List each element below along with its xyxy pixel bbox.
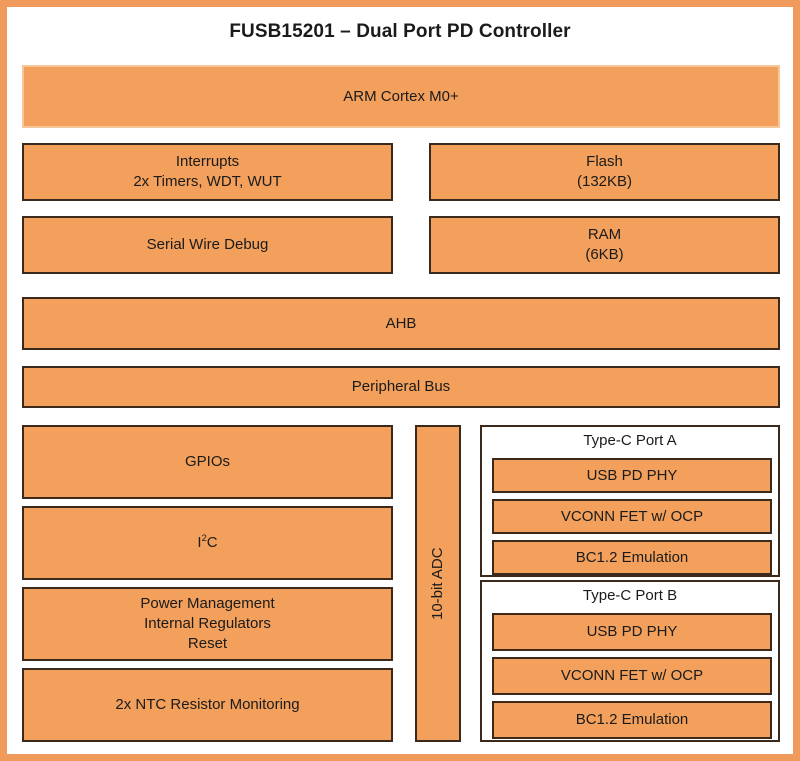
block-interrupts-line1: Interrupts — [175, 153, 240, 171]
block-port-a-vconn-fet-label: VCONN FET w/ OCP — [560, 507, 704, 525]
block-i2c-suffix: C — [206, 534, 218, 552]
block-port-a-usb-pd-phy-label: USB PD PHY — [586, 466, 678, 484]
block-power-management-line2: Internal Regulators — [144, 615, 271, 633]
block-flash-line1: Flash — [586, 153, 623, 171]
block-serial-wire-debug-label: Serial Wire Debug — [146, 236, 269, 254]
block-flash: Flash (132KB) — [429, 143, 780, 201]
block-port-a-usb-pd-phy: USB PD PHY — [492, 458, 772, 493]
block-port-a-bc12-emulation-label: BC1.2 Emulation — [575, 548, 689, 566]
group-type-c-port-b: Type-C Port B USB PD PHY VCONN FET w/ OC… — [480, 580, 780, 742]
block-ntc-resistor-monitoring-label: 2x NTC Resistor Monitoring — [115, 696, 300, 714]
block-arm-cortex-m0-label: ARM Cortex M0+ — [343, 87, 459, 105]
block-serial-wire-debug: Serial Wire Debug — [22, 216, 393, 274]
block-gpios: GPIOs — [22, 425, 393, 499]
block-i2c: I2C — [22, 506, 393, 580]
block-i2c-label: I2C — [197, 533, 217, 553]
block-10bit-adc: 10-bit ADC — [415, 425, 461, 742]
block-interrupts-line2: 2x Timers, WDT, WUT — [133, 173, 282, 190]
block-ntc-resistor-monitoring: 2x NTC Resistor Monitoring — [22, 668, 393, 742]
block-i2c-prefix: I — [197, 534, 202, 552]
block-ram: RAM (6KB) — [429, 216, 780, 274]
block-ram-line2: (6KB) — [585, 246, 624, 263]
block-gpios-label: GPIOs — [184, 453, 230, 471]
block-i2c-superscript: 2 — [201, 533, 207, 544]
block-ram-line1: RAM — [587, 226, 622, 244]
block-10bit-adc-label: 10-bit ADC — [429, 547, 447, 620]
block-ahb-label: AHB — [385, 314, 417, 332]
block-ahb: AHB — [22, 297, 780, 350]
block-port-b-bc12-emulation-label: BC1.2 Emulation — [575, 711, 689, 729]
block-interrupts: Interrupts 2x Timers, WDT, WUT — [22, 143, 393, 201]
block-peripheral-bus-label: Peripheral Bus — [351, 378, 451, 396]
block-power-management: Power Management Internal Regulators Res… — [22, 587, 393, 661]
group-type-c-port-a-title: Type-C Port A — [583, 432, 677, 449]
block-port-b-usb-pd-phy: USB PD PHY — [492, 613, 772, 651]
block-power-management-line3: Reset — [187, 634, 228, 652]
block-port-b-bc12-emulation: BC1.2 Emulation — [492, 701, 772, 739]
block-port-b-vconn-fet: VCONN FET w/ OCP — [492, 657, 772, 695]
block-arm-cortex-m0: ARM Cortex M0+ — [22, 65, 780, 128]
block-power-management-line1: Power Management — [140, 595, 275, 613]
block-peripheral-bus: Peripheral Bus — [22, 366, 780, 408]
block-port-b-usb-pd-phy-label: USB PD PHY — [586, 623, 678, 641]
group-type-c-port-b-title: Type-C Port B — [582, 587, 678, 604]
block-port-a-bc12-emulation: BC1.2 Emulation — [492, 540, 772, 575]
block-flash-line2: (132KB) — [576, 173, 633, 190]
block-port-b-vconn-fet-label: VCONN FET w/ OCP — [560, 667, 704, 685]
block-port-a-vconn-fet: VCONN FET w/ OCP — [492, 499, 772, 534]
group-type-c-port-a: Type-C Port A USB PD PHY VCONN FET w/ OC… — [480, 425, 780, 577]
page-title: FUSB15201 – Dual Port PD Controller — [229, 21, 571, 42]
